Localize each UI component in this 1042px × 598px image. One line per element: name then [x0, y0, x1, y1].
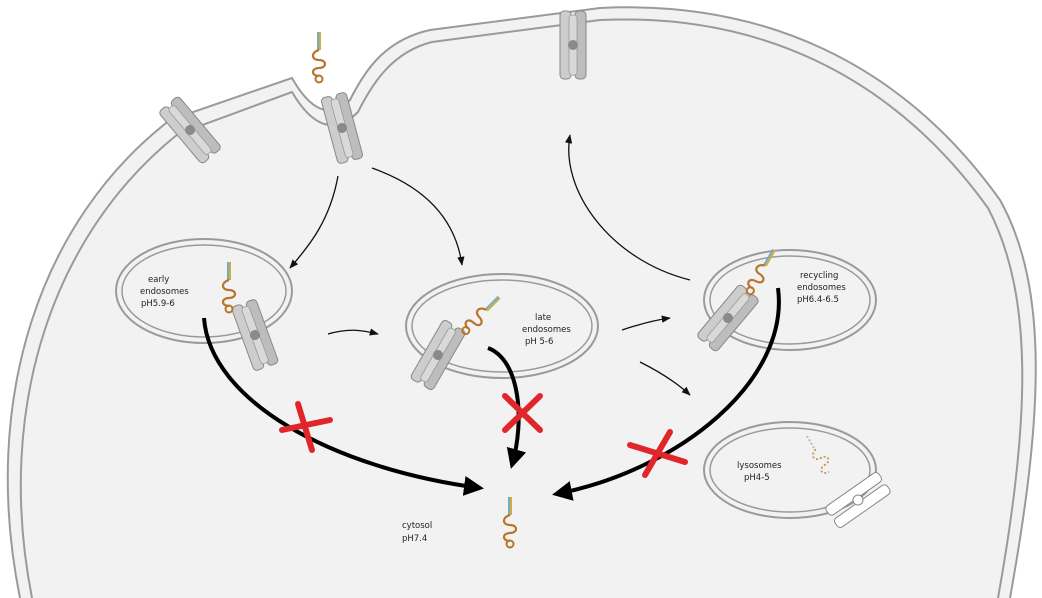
cytosol-label: cytosol	[402, 521, 432, 531]
lysosome-label: lysosomes	[737, 461, 782, 471]
aptamer-icon	[313, 32, 325, 83]
late-endosome-label-1: late	[535, 313, 551, 323]
late-endosome-ph: pH 5-6	[525, 337, 553, 347]
early-endosome-ph: pH5.9-6	[141, 299, 175, 309]
recycling-endosome-ph: pH6.4-6.5	[797, 295, 839, 305]
late-endosome-label-2: endosomes	[522, 325, 571, 335]
early-endosome-label-1: early	[148, 275, 169, 285]
lysosome-ph: pH4-5	[744, 473, 770, 483]
recycled-receptor-icon	[560, 11, 586, 79]
recycling-endosome-label-1: recycling	[800, 271, 838, 281]
recycling-endosome-label-2: endosomes	[797, 283, 846, 293]
cytosol-ph: pH7.4	[402, 534, 427, 544]
early-endosome-label-2: endosomes	[140, 287, 189, 297]
